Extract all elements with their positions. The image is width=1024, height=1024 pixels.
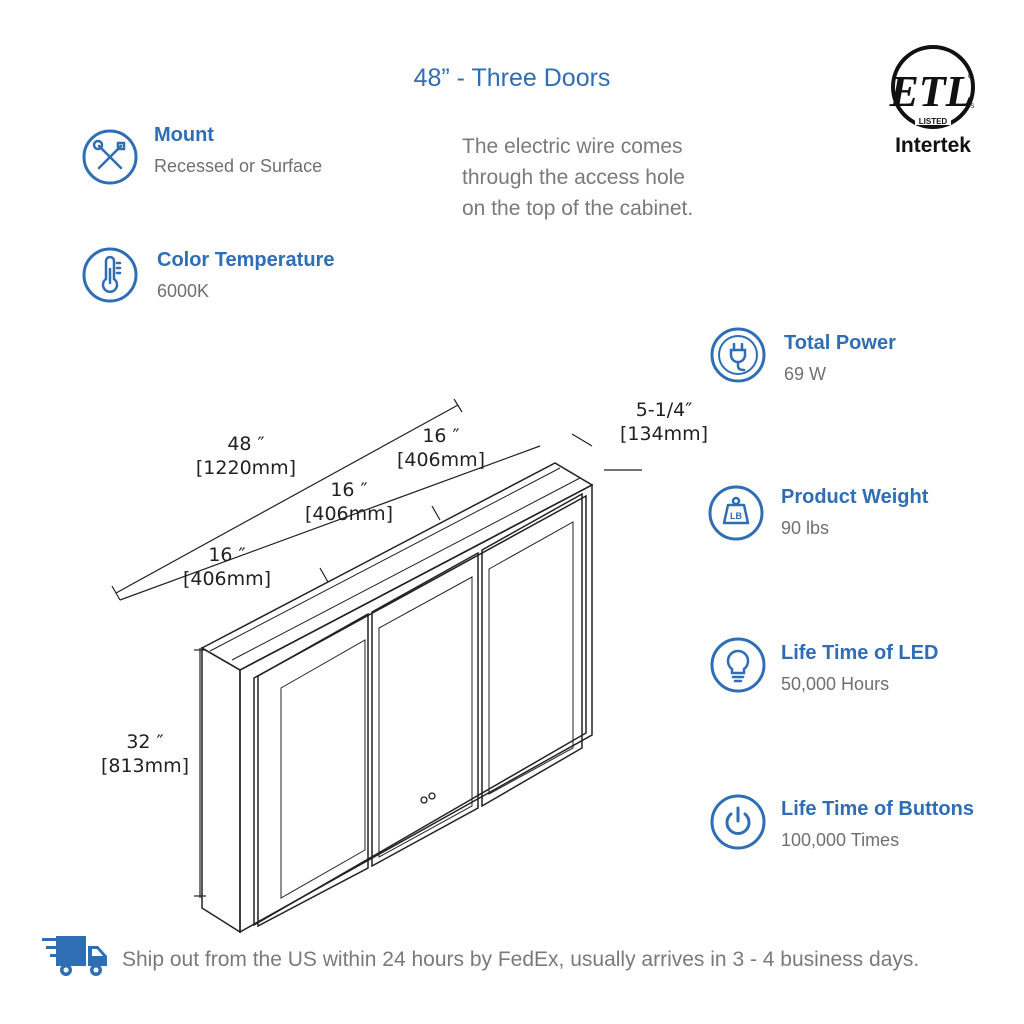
mount-title: Mount — [154, 124, 214, 146]
touch-button — [420, 796, 428, 804]
dimension-inches: 48 ″ — [227, 433, 265, 455]
plug-icon — [710, 327, 766, 383]
cabinet-front-frame — [239, 483, 593, 934]
dimension-total-width: 48 ″ [1220mm] — [186, 432, 306, 480]
cabinet-side-face — [201, 646, 241, 934]
touch-button — [428, 792, 436, 800]
total-power-title: Total Power — [784, 332, 896, 354]
dimension-depth: 5-1/4″ [134mm] — [612, 398, 716, 446]
wiring-note: The electric wire comes through the acce… — [462, 131, 693, 224]
etl-listed: LISTED — [919, 117, 948, 126]
dimension-inches: 16 ″ — [330, 479, 368, 501]
shipping-text: Ship out from the US within 24 hours by … — [122, 948, 920, 971]
page-title: 48” - Three Doors — [413, 64, 611, 92]
dimension-door-right: 16 ″ [406mm] — [386, 424, 496, 472]
color-temperature-title: Color Temperature — [157, 249, 335, 271]
total-power-value: 69 W — [784, 364, 827, 384]
dimension-mm: [406mm] — [304, 503, 394, 525]
dimension-mm: [1220mm] — [195, 457, 297, 479]
button-life-value: 100,000 Times — [781, 830, 900, 850]
dimension-height: 32 ″ [813mm] — [90, 730, 200, 778]
wiring-note-line: The electric wire comes — [462, 135, 683, 158]
dimension-door-middle: 16 ″ [406mm] — [294, 478, 404, 526]
tools-icon — [82, 129, 138, 185]
led-life-title: Life Time of LED — [781, 642, 939, 664]
power-icon — [710, 794, 766, 850]
intertek-label: Intertek — [895, 134, 971, 157]
truck-icon — [42, 936, 107, 976]
led-life-value: 50,000 Hours — [781, 674, 890, 694]
mount-value: Recessed or Surface — [154, 156, 323, 176]
cabinet-door-left — [257, 612, 369, 928]
wiring-note-line: through the access hole — [462, 166, 685, 189]
lightbulb-icon — [710, 637, 766, 693]
dimension-mm: [406mm] — [396, 449, 486, 471]
dimension-mm: [813mm] — [100, 755, 190, 777]
product-weight-title: Product Weight — [781, 486, 929, 508]
cabinet-door-right — [481, 492, 583, 808]
button-life-title: Life Time of Buttons — [781, 798, 974, 820]
dimension-inches: 32 ″ — [126, 731, 164, 753]
weight-icon: LB — [708, 485, 764, 541]
etl-us: US — [966, 104, 974, 110]
dimension-inches: 16 ″ — [422, 425, 460, 447]
dimension-door-left: 16 ″ [406mm] — [172, 543, 282, 591]
dimension-inches: 16 ″ — [208, 544, 246, 566]
dimension-mm: [134mm] — [619, 423, 709, 445]
dimension-inches: 5-1/4″ — [635, 399, 693, 421]
color-temperature-value: 6000K — [157, 281, 210, 301]
product-weight-value: 90 lbs — [781, 518, 830, 538]
thermometer-icon — [82, 247, 138, 303]
weight-icon-label: LB — [730, 511, 742, 521]
cabinet-door-middle — [371, 551, 479, 868]
dimension-mm: [406mm] — [182, 568, 272, 590]
wiring-note-line: on the top of the cabinet. — [462, 197, 694, 220]
